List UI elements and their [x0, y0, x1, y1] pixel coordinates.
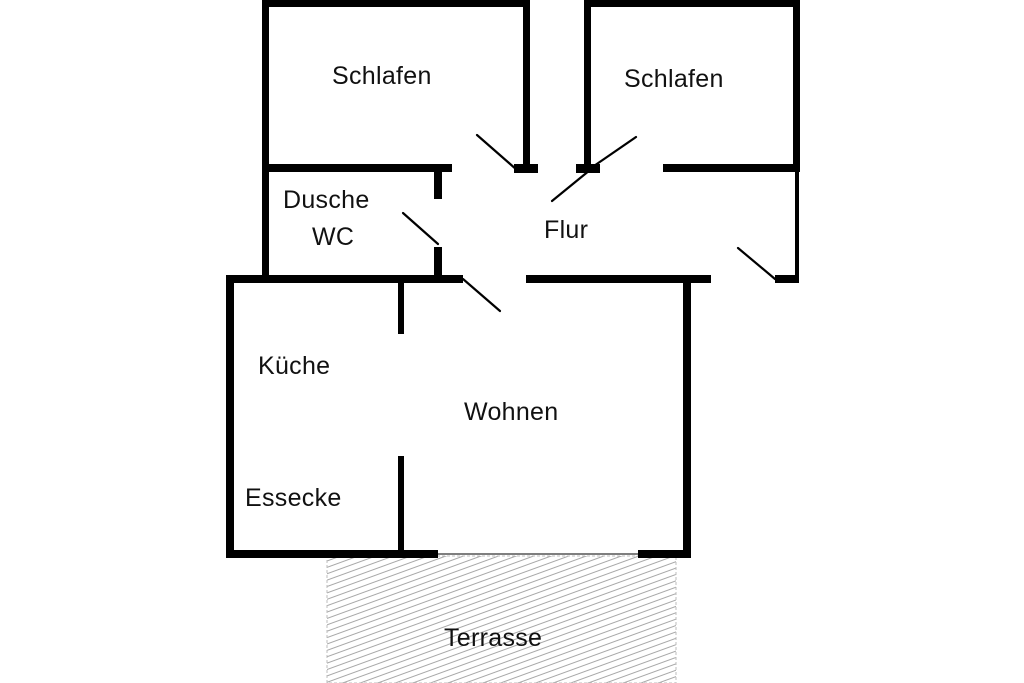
partition-essecke-lower: [398, 456, 404, 556]
door-bedroom-right: [589, 135, 638, 170]
terrace: [326, 555, 677, 683]
wall-top-left: [262, 0, 530, 7]
label-wohnen: Wohnen: [464, 398, 558, 426]
label-schlafen-right: Schlafen: [624, 65, 724, 93]
wall-wohnen-top: [526, 275, 711, 283]
label-kueche: Küche: [258, 352, 330, 380]
terrace-outline: [326, 555, 677, 683]
label-wc: WC: [312, 223, 354, 251]
label-dusche: Dusche: [283, 186, 370, 214]
wall-right-upper: [793, 0, 800, 172]
wall-bath-east-lower: [434, 247, 442, 281]
wall-lower-right: [683, 275, 691, 558]
wall-corridor-right: [584, 0, 591, 172]
label-terrasse: Terrasse: [444, 624, 542, 652]
room-labels: Schlafen Schlafen Dusche WC Flur Küche W…: [245, 62, 724, 652]
terrace-area: [327, 556, 676, 683]
wall-top-right: [584, 0, 800, 7]
partition-kueche-upper: [398, 280, 404, 334]
walls: [226, 0, 800, 558]
wall-lower-left: [226, 275, 234, 558]
door-wohnen: [461, 277, 502, 313]
door-bedroom-left: [475, 133, 519, 172]
wall-bedroom-right-bottom: [663, 164, 800, 172]
wall-bath-east-upper: [434, 164, 442, 199]
jamb-flur-right: [775, 275, 799, 283]
jamb-right-bedroom: [576, 164, 600, 173]
jamb-left-bedroom: [514, 164, 538, 173]
wall-bath-top: [262, 164, 452, 172]
label-essecke: Essecke: [245, 484, 342, 512]
door-flur-to-bedroom: [550, 168, 592, 203]
wall-left-upper: [262, 0, 269, 281]
doors: [401, 133, 777, 313]
door-flur-right: [736, 246, 777, 281]
wall-right-flur: [795, 168, 799, 282]
wall-lower-bottom-left: [226, 550, 438, 558]
wall-lower-bottom-right: [638, 550, 691, 558]
label-schlafen-left: Schlafen: [332, 62, 432, 90]
label-flur: Flur: [544, 216, 588, 244]
door-bathroom: [401, 211, 440, 246]
wall-corridor-left: [523, 0, 530, 172]
wall-bath-bottom: [226, 275, 463, 283]
